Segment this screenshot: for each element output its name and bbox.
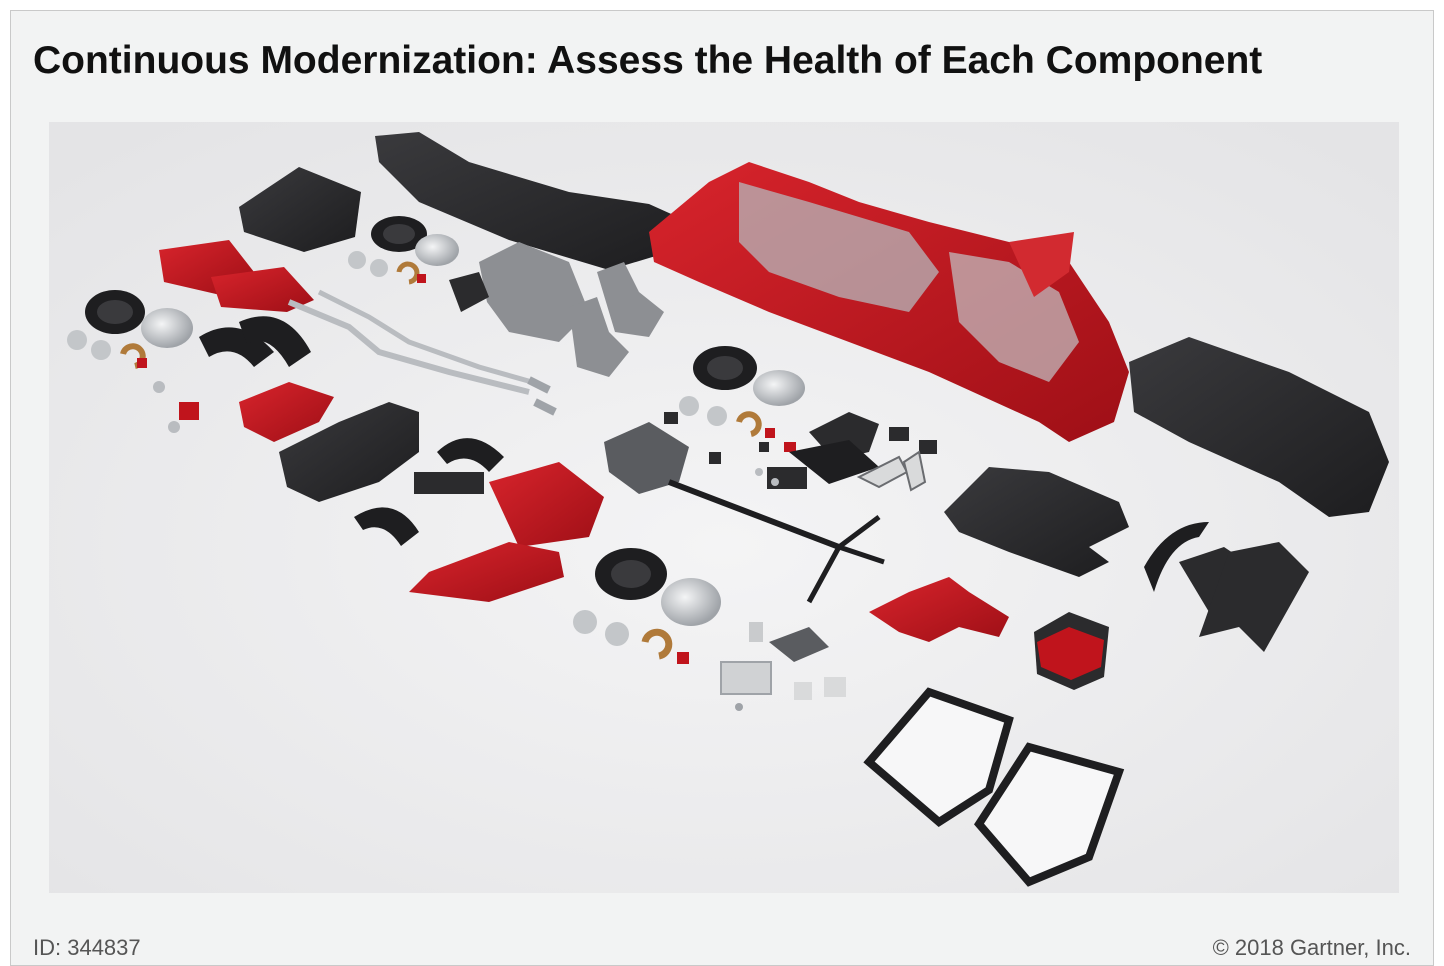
headlights bbox=[856, 450, 927, 492]
rear-doors bbox=[159, 240, 314, 312]
transmission bbox=[604, 422, 689, 494]
roof-panel bbox=[944, 467, 1129, 577]
car-body-shell bbox=[649, 162, 1129, 442]
exhaust-system bbox=[287, 289, 557, 416]
wheel-set-2 bbox=[348, 216, 459, 285]
front-doors bbox=[409, 462, 604, 602]
fender-liners-left bbox=[199, 316, 311, 367]
document-id: ID: 344837 bbox=[33, 935, 141, 960]
wheel-set-4 bbox=[573, 548, 721, 664]
small-parts bbox=[664, 412, 937, 489]
front-grille-structure bbox=[1144, 522, 1309, 652]
front-subframe-left bbox=[153, 381, 334, 442]
front-bumper bbox=[279, 402, 419, 502]
wheel-set-1 bbox=[67, 290, 193, 369]
slide-title: Continuous Modernization: Assess the Hea… bbox=[33, 39, 1263, 82]
engine-accessories bbox=[720, 622, 846, 711]
driveshaft bbox=[667, 479, 885, 604]
battery-tray bbox=[239, 167, 361, 252]
window-glass bbox=[863, 687, 1125, 887]
slide: Continuous Modernization: Assess the Hea… bbox=[10, 10, 1434, 966]
seats bbox=[449, 242, 664, 377]
wheel-set-3 bbox=[679, 346, 805, 438]
rear-bumper bbox=[1129, 337, 1389, 517]
floor-pan bbox=[375, 132, 689, 270]
engine bbox=[1034, 612, 1109, 690]
rear-subframe bbox=[869, 577, 1009, 642]
exploded-car-illustration bbox=[49, 122, 1399, 893]
fender-liners-mid bbox=[354, 438, 504, 546]
copyright-notice: © 2018 Gartner, Inc. bbox=[1212, 935, 1411, 960]
car-parts-svg bbox=[49, 122, 1399, 893]
